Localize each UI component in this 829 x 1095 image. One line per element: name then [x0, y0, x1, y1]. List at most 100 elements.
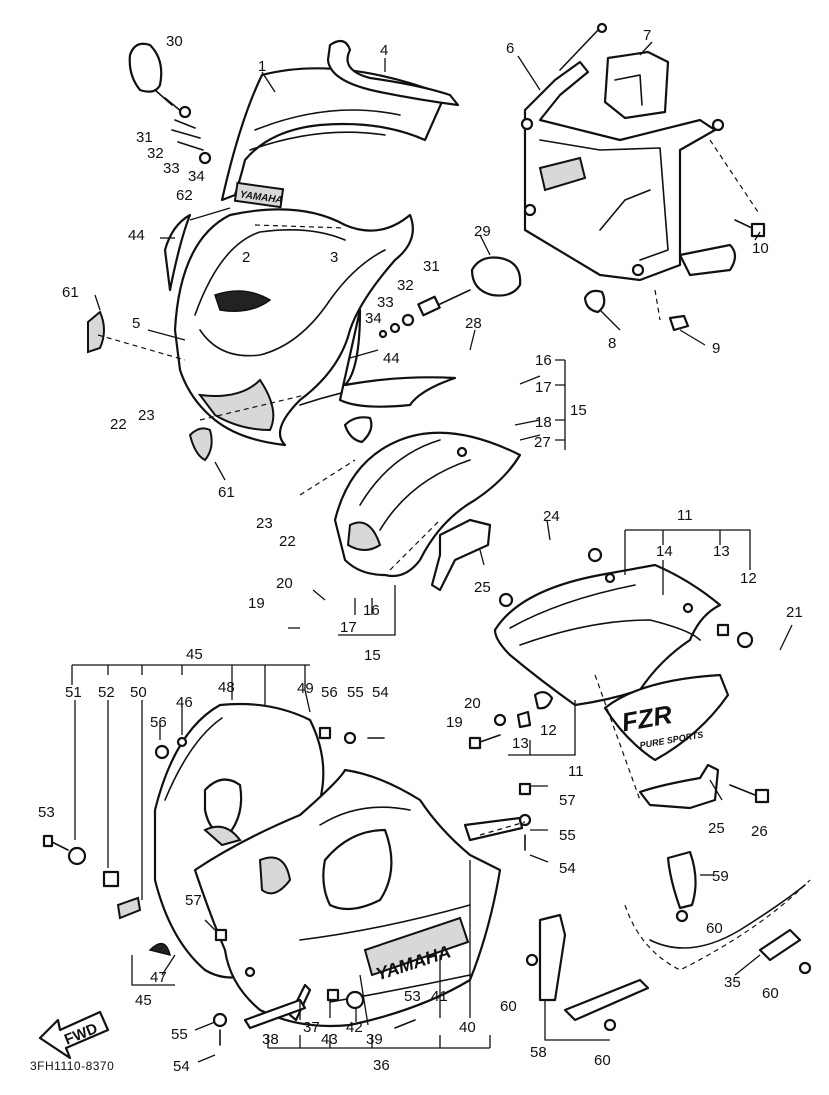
callout-34-right: 34 [365, 310, 382, 327]
callout-2: 2 [242, 249, 250, 266]
callout-55-top: 55 [347, 684, 364, 701]
callout-54-bottom: 54 [173, 1058, 190, 1075]
lower-cowling-outer: YAMAHA [193, 768, 502, 1028]
callout-19-right: 19 [446, 714, 463, 731]
diagram-code: 3FH1110-8370 [30, 1059, 114, 1073]
side-cover-bracket [638, 763, 770, 810]
callout-23-upper: 23 [138, 407, 155, 424]
callout-12-top: 12 [740, 570, 757, 587]
yamaha-emblem: YAMAHA [233, 181, 285, 209]
callout-45-top: 45 [186, 646, 203, 663]
callout-5: 5 [132, 315, 140, 332]
callout-10: 10 [752, 240, 769, 257]
callout-labels: 1 2 3 4 5 6 7 8 9 10 11 11 12 12 13 13 1… [30, 27, 803, 1075]
callout-3: 3 [330, 249, 338, 266]
callout-25-lower: 25 [708, 820, 725, 837]
callout-19-left: 19 [248, 595, 265, 612]
callout-20-left: 20 [276, 575, 293, 592]
callout-44-right: 44 [383, 350, 400, 367]
frame-outline [624, 879, 812, 975]
callout-59: 59 [712, 868, 729, 885]
stay-nut-9 [668, 314, 690, 332]
callout-9: 9 [712, 340, 720, 357]
callout-47: 47 [150, 969, 167, 986]
callout-49: 49 [297, 680, 314, 697]
side-panel-left [163, 213, 192, 292]
callout-57-left: 57 [185, 892, 202, 909]
air-duct [333, 431, 522, 578]
callout-27: 27 [534, 434, 551, 451]
lower-cowling-fasteners [42, 726, 532, 1046]
callout-16-right: 16 [535, 352, 552, 369]
windshield [220, 67, 447, 202]
upper-cowling [173, 208, 421, 447]
callout-46: 46 [176, 694, 193, 711]
callout-54-top: 54 [372, 684, 389, 701]
grommet-61-lower [188, 427, 213, 462]
fzr-decal: FZR PURE SPORTS [603, 673, 730, 762]
windshield-trim [326, 39, 460, 107]
callout-12-bottom: 12 [540, 722, 557, 739]
cowling-stay [520, 22, 737, 282]
callout-25-upper: 25 [474, 579, 491, 596]
callout-52: 52 [98, 684, 115, 701]
callout-28: 28 [465, 315, 482, 332]
callout-29: 29 [474, 223, 491, 240]
callout-1: 1 [258, 58, 266, 75]
fwd-label: FWD [62, 1020, 100, 1049]
callout-31-left: 31 [136, 129, 153, 146]
callout-56-top: 56 [321, 684, 338, 701]
callout-33-left: 33 [163, 160, 180, 177]
callout-16-bottom: 16 [363, 602, 380, 619]
callout-26: 26 [751, 823, 768, 840]
callout-55-bottom: 55 [171, 1026, 188, 1043]
callout-22-lower: 22 [279, 533, 296, 550]
callout-11-bottom: 11 [568, 763, 584, 780]
callout-23-lower: 23 [256, 515, 273, 532]
callout-60-right: 60 [706, 920, 723, 937]
callout-13-top: 13 [713, 543, 730, 560]
callout-60-bottom: 60 [594, 1052, 611, 1069]
fwd-arrow: FWD [38, 1010, 110, 1060]
callout-4: 4 [380, 42, 388, 59]
callout-36: 36 [373, 1057, 390, 1074]
callout-15-bottom: 15 [364, 647, 381, 664]
callout-61-lower: 61 [218, 484, 235, 501]
callout-18: 18 [535, 414, 552, 431]
lower-cowling-inner [148, 702, 325, 979]
air-duct-bracket [430, 518, 492, 592]
callout-58: 58 [530, 1044, 547, 1061]
grommet-61-upper [87, 310, 105, 354]
callout-41: 41 [431, 988, 448, 1005]
callout-14: 14 [656, 543, 673, 560]
callout-24: 24 [543, 508, 560, 525]
callout-8: 8 [608, 335, 616, 352]
mirror-right [378, 256, 522, 339]
callout-44-left: 44 [128, 227, 145, 244]
leader-lines [74, 41, 793, 1063]
air-duct-cover [343, 416, 373, 444]
callout-33-right: 33 [377, 294, 394, 311]
callout-17-bottom: 17 [340, 619, 357, 636]
callout-34-left: 34 [188, 168, 205, 185]
callout-31-right: 31 [423, 258, 440, 275]
headlight-cover [603, 50, 670, 120]
callout-48: 48 [218, 679, 235, 696]
group-brackets [71, 359, 751, 1049]
callout-7: 7 [643, 27, 651, 44]
side-cover-grommets [468, 547, 754, 750]
callout-42: 42 [346, 1019, 363, 1036]
callout-21: 21 [786, 604, 803, 621]
side-cover [493, 563, 722, 707]
callout-61-upper: 61 [62, 284, 79, 301]
callout-17-right: 17 [535, 379, 552, 396]
callout-20-right: 20 [464, 695, 481, 712]
callout-56-left: 56 [150, 714, 167, 731]
callout-60-far-right: 60 [762, 985, 779, 1002]
callout-43: 43 [321, 1031, 338, 1048]
callout-15-right: 15 [570, 402, 587, 419]
callout-35: 35 [724, 974, 741, 991]
callout-13-bottom: 13 [512, 735, 529, 752]
callout-53-right: 53 [404, 988, 421, 1005]
